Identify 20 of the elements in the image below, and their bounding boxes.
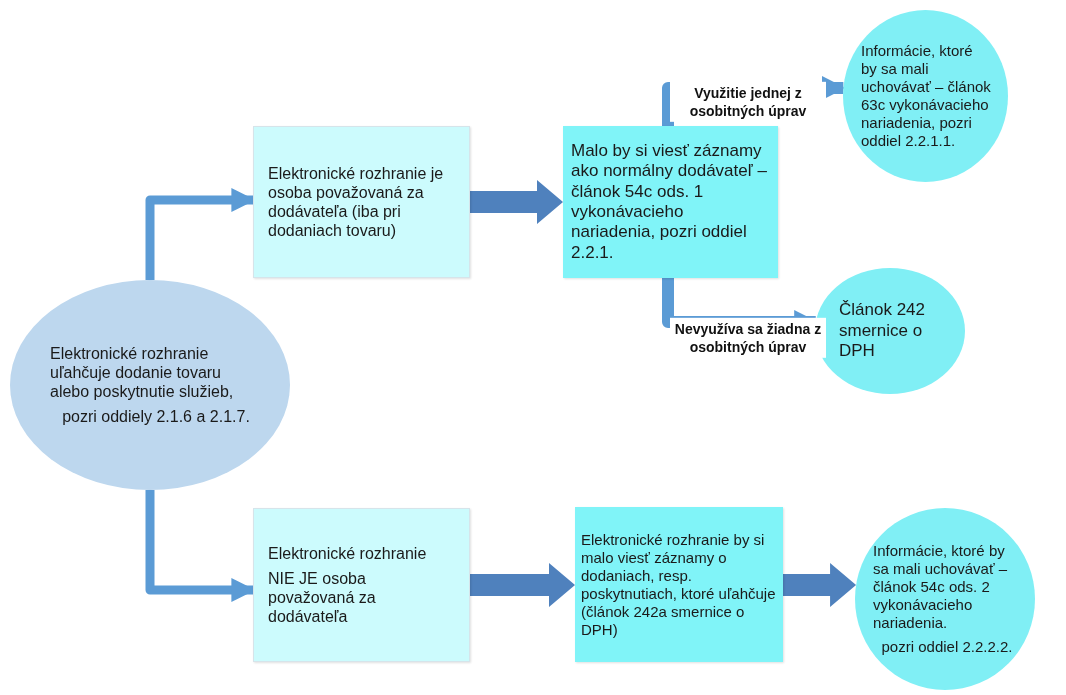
node-text: pozri oddiely 2.1.6 a 2.1.7. <box>61 407 251 427</box>
node-text: Elektronické rozhranie by si malo viesť záznamy o dodaniach, resp. poskytnutiach, ktoré uľahčuje (článok 242a smernice o DPH) <box>581 530 777 639</box>
node-text: Článok 242 smernice o DPH <box>839 300 926 362</box>
edge-label: Využitie jednej z osobitných úprav <box>670 81 826 123</box>
process-box <box>253 508 470 662</box>
node-text: Elektronické rozhranie <box>268 543 428 563</box>
edge-label: Nevyužíva sa žiadna z osobitných úprav <box>670 317 826 359</box>
node-text: NIE JE osoba považovaná za dodávateľa <box>268 568 377 627</box>
node-text: Informácie, ktoré by sa mali uchovávať – článok 63c vykonávacieho nariadenia, pozri oddiel 2.2.1.1. <box>861 42 992 150</box>
node-text: Malo by si viesť záznamy ako normálny dodávateľ – článok 54c ods. 1 vykonávacieho nariadenia, pozri oddiel 2.2.1. <box>571 140 768 264</box>
node-text: pozri oddiel 2.2.2.2. <box>880 638 1014 656</box>
node-text: Elektronické rozhranie je osoba považovaná za dodávateľa (iba pri dodaniach tovaru) <box>268 163 445 241</box>
process-box <box>253 126 470 278</box>
block-arrow <box>783 563 857 607</box>
block-arrow <box>470 180 563 224</box>
process-box <box>563 126 778 278</box>
block-arrow <box>470 563 575 607</box>
node-text: Elektronické rozhranie uľahčuje dodanie tovaru alebo poskytnutie služieb, <box>50 343 235 402</box>
node-text: Informácie, ktoré by sa mali uchovávať – článok 54c ods. 2 vykonávacieho nariadenia. <box>873 542 1009 632</box>
process-box <box>575 507 783 662</box>
